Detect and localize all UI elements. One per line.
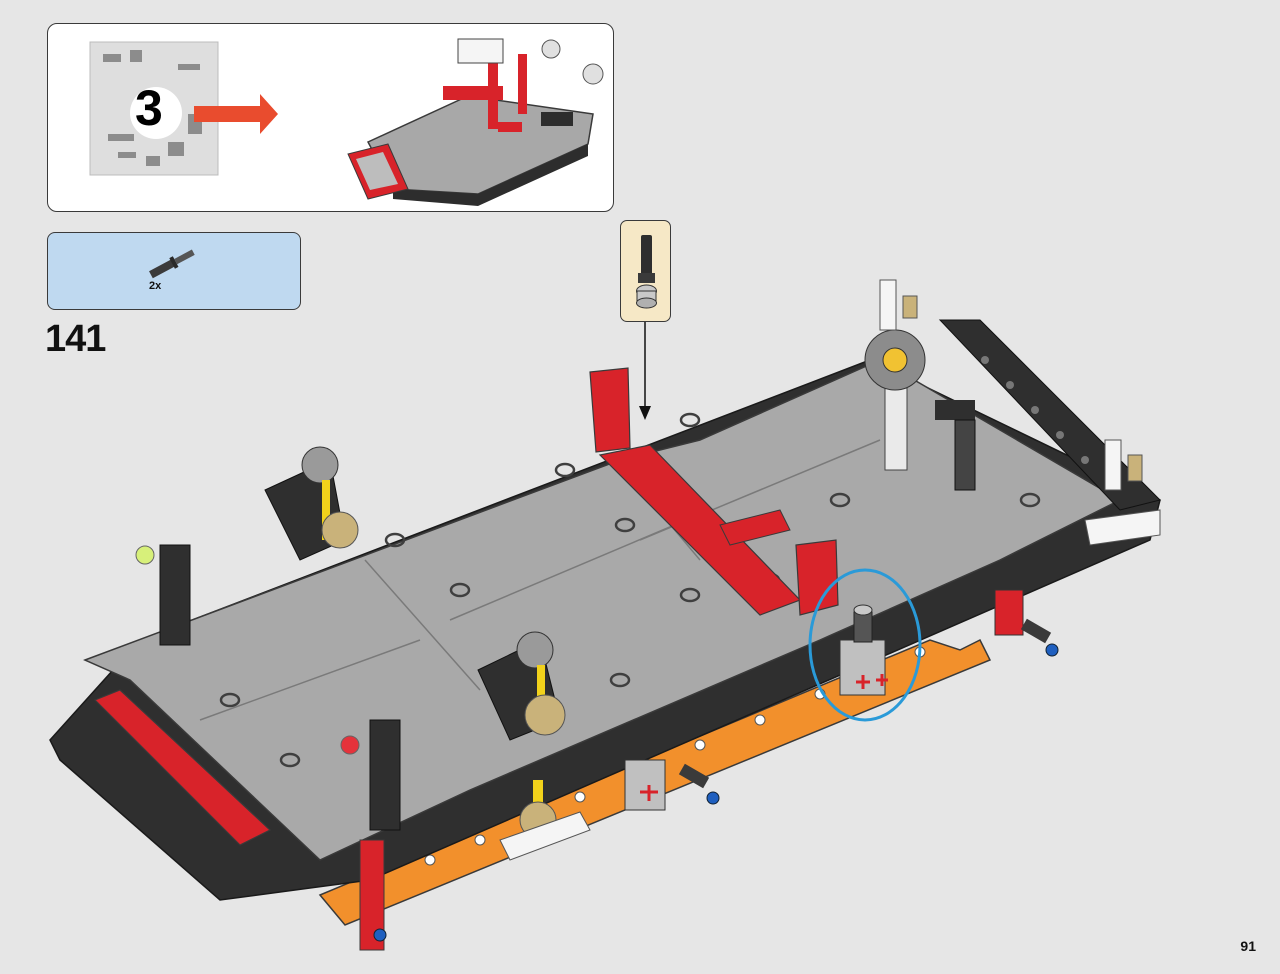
gray-deck (83, 359, 1122, 861)
green-light-icon (135, 545, 155, 565)
page-number: 91 (1240, 938, 1256, 954)
overview-panel: 3 (47, 23, 614, 212)
part-callout (620, 220, 671, 322)
parts-bag-image (89, 41, 278, 176)
back-beam-holes (981, 356, 1114, 489)
parts-list-panel: 2x (47, 232, 301, 310)
part-quantity: 2x (149, 280, 162, 292)
red-upright-beam (589, 367, 631, 453)
orange-beam-holes (424, 646, 926, 866)
step-number: 141 (45, 318, 106, 360)
axle-connector-icon (636, 235, 657, 309)
red-light-icon (340, 735, 360, 755)
axle-pin-icon (149, 249, 195, 279)
left-red-beam (93, 689, 272, 846)
highlight-circle (808, 568, 922, 722)
bag-number: 3 (135, 80, 163, 136)
deck-rings (219, 412, 1041, 768)
hovercraft-overview-image (347, 38, 604, 206)
arrow-right-icon (194, 94, 278, 134)
